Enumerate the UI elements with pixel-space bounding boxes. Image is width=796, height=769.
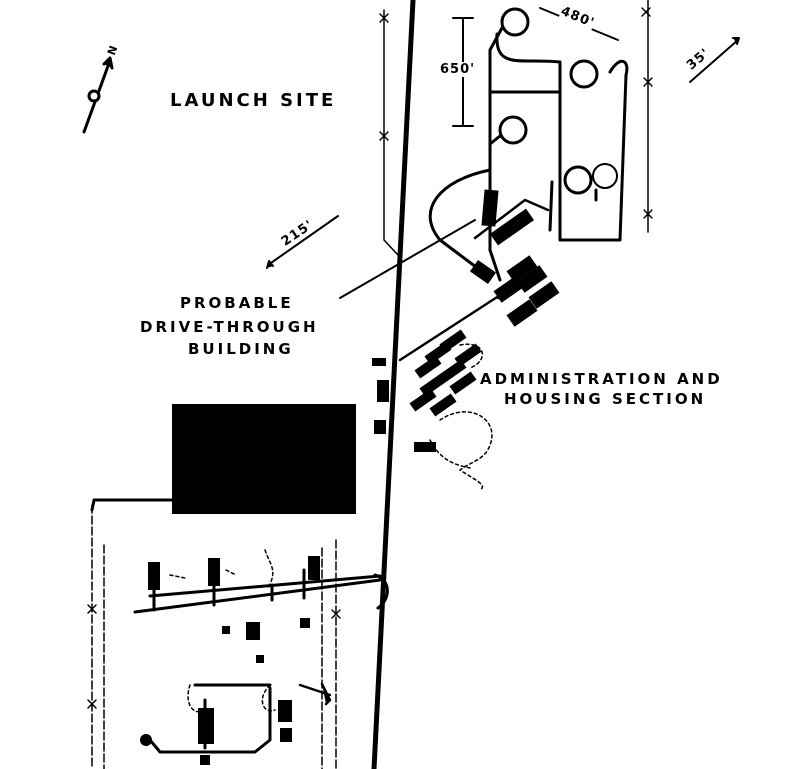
small-marker [298,682,332,706]
housing-dotted-roads [429,343,493,491]
support-area-dotted [169,549,276,713]
main-road [371,0,416,769]
fence-markers [87,7,653,709]
drive-through-label-line1: PROBABLE [180,294,294,312]
drive-through-leader [339,219,476,299]
drive-through-label-line2: DRIVE-THROUGH [140,318,319,336]
admin-label-line1: ADMINISTRATION AND [480,370,723,388]
admin-buildings [372,255,560,452]
admin-label-line2: HOUSING SECTION [504,390,707,408]
large-building [172,404,356,514]
admin-roads [398,283,522,362]
fence-lines [91,0,649,769]
north-arrow-icon [82,56,114,134]
support-area-roads [90,498,389,754]
drive-through-label-line3: BUILDING [188,340,294,358]
launch-complex [428,7,629,285]
support-area-buildings [140,556,320,765]
dimension-650: 650' [440,62,476,77]
launch-site-label: LAUNCH SITE [170,90,337,111]
